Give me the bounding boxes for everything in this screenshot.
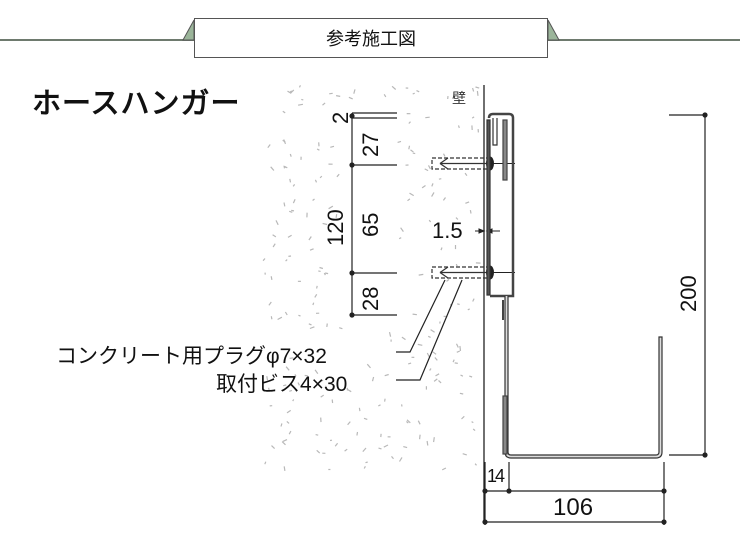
- hanger-bracket: [486, 112, 663, 459]
- width-dimensions: [482, 462, 667, 525]
- dim-1-5: 1.5: [432, 218, 463, 243]
- left-dimension-chain: [349, 112, 397, 318]
- dim-2: 2: [328, 111, 353, 124]
- wall-label: 壁: [452, 90, 466, 106]
- dim-200: 200: [676, 275, 701, 312]
- dim-28: 28: [358, 286, 383, 311]
- header-title: 参考施工図: [194, 18, 548, 58]
- concrete-texture: [262, 85, 481, 471]
- header-tab: 参考施工図: [180, 18, 565, 60]
- product-title: ホースハンガー: [32, 86, 241, 120]
- height-dimension: [669, 112, 708, 458]
- leader-lines: [396, 279, 463, 381]
- dim-120: 120: [323, 209, 348, 246]
- dim-65: 65: [358, 212, 383, 237]
- dim-27: 27: [358, 132, 383, 157]
- plug-label: コンクリート用プラグφ7×32: [56, 345, 327, 368]
- dim-14: 14: [487, 466, 505, 486]
- screw-label: 取付ビス4×30: [216, 373, 348, 396]
- dim-106: 106: [553, 494, 594, 521]
